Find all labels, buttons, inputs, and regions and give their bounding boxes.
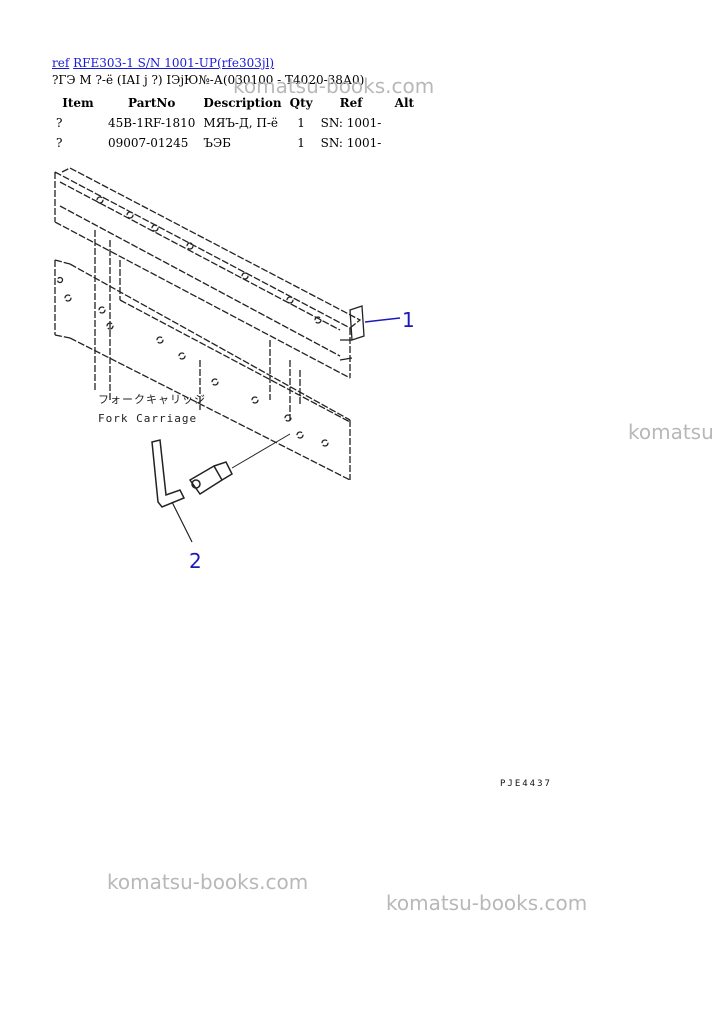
carriage-drawing bbox=[54, 167, 362, 481]
column-header-qty: Qty bbox=[289, 96, 313, 110]
cell-qty: 1 bbox=[297, 116, 305, 130]
model-link[interactable]: RFE303-1 S/N 1001-UP(rfe303jl) bbox=[73, 56, 275, 70]
watermark: komatsu-books.com bbox=[107, 870, 309, 894]
callout-2: 2 bbox=[189, 549, 202, 573]
fork-carriage-diagram: 1 2 フォークキャリッジ Fork Carriage PJE4437 bbox=[54, 167, 552, 789]
column-header-item: Item bbox=[62, 96, 94, 110]
hex-key-part bbox=[151, 433, 291, 508]
watermark: komatsu-books.com bbox=[386, 891, 588, 915]
breadcrumb: ref RFE303-1 S/N 1001-UP(rfe303jl) bbox=[52, 56, 274, 71]
cell-ref: SN: 1001- bbox=[320, 136, 382, 150]
callout-leader-1 bbox=[364, 317, 401, 323]
table-header-row: Item PartNo Description Qty Ref Alt bbox=[52, 93, 423, 113]
drawing-code: PJE4437 bbox=[500, 779, 552, 789]
cell-partno: 45B-1RF-1810 bbox=[108, 116, 196, 130]
table-row: ? 09007-01245 ЪЭБ 1 SN: 1001- bbox=[52, 133, 423, 153]
cell-item: ? bbox=[56, 116, 63, 130]
ref-link[interactable]: ref bbox=[52, 56, 70, 70]
cell-ref: SN: 1001- bbox=[320, 116, 382, 130]
caption-english: Fork Carriage bbox=[98, 412, 197, 425]
cell-alt bbox=[385, 133, 423, 153]
bracket-part bbox=[339, 305, 365, 361]
column-header-partno: PartNo bbox=[128, 96, 176, 110]
cell-description: МЯЪ-Д, П-ё bbox=[203, 116, 278, 130]
parts-table: Item PartNo Description Qty Ref Alt ? 45… bbox=[52, 93, 423, 153]
cell-qty: 1 bbox=[297, 136, 305, 150]
cell-partno: 09007-01245 bbox=[108, 136, 189, 150]
caption-japanese: フォークキャリッジ bbox=[98, 393, 206, 406]
cell-description: ЪЭБ bbox=[203, 136, 231, 150]
column-header-alt: Alt bbox=[394, 96, 415, 110]
column-header-description: Description bbox=[203, 96, 282, 110]
callout-leader-2 bbox=[171, 501, 193, 543]
callout-1: 1 bbox=[402, 308, 415, 332]
cell-item: ? bbox=[56, 136, 63, 150]
cell-alt bbox=[385, 113, 423, 133]
column-header-ref: Ref bbox=[339, 96, 363, 110]
page-subtitle: ?ГЭ М ?-ё (ІАІ j ?) ІЭјЮ№-А(030100 - Т40… bbox=[52, 73, 365, 87]
table-row: ? 45B-1RF-1810 МЯЪ-Д, П-ё 1 SN: 1001- bbox=[52, 113, 423, 133]
